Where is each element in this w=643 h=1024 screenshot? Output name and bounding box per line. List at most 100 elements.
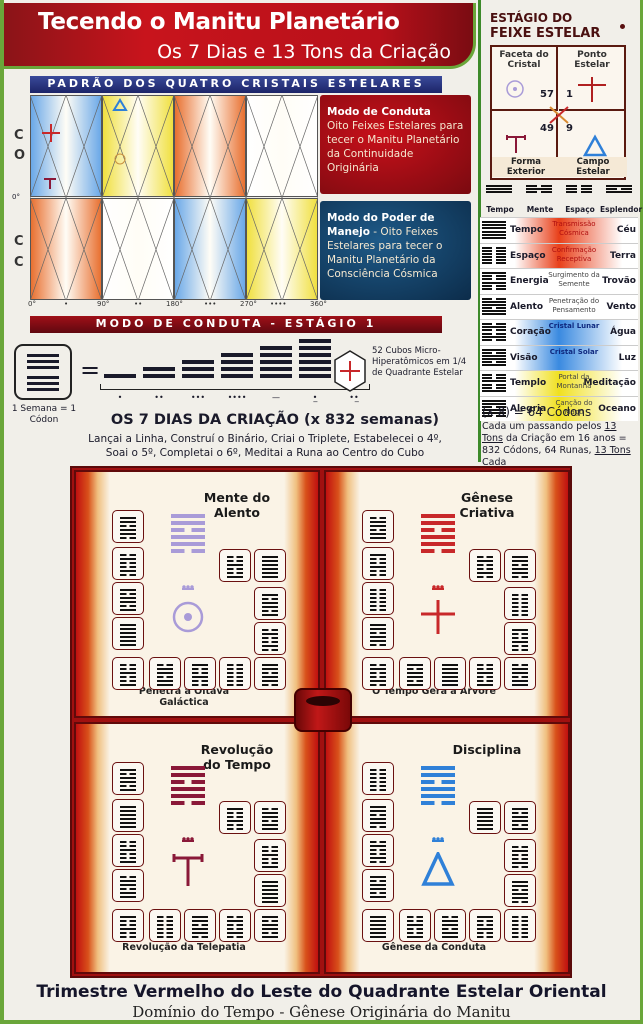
codon-tile bbox=[504, 657, 536, 690]
trigram-line bbox=[482, 272, 506, 274]
codon-line bbox=[477, 560, 493, 562]
codon-line bbox=[227, 664, 243, 666]
hexagram-icon bbox=[482, 246, 506, 266]
row-name: Alento bbox=[510, 301, 544, 312]
note-text: Cada bbox=[482, 457, 507, 468]
codon-line bbox=[512, 901, 528, 903]
codon-line bbox=[370, 672, 386, 674]
degree-dots: • bbox=[64, 300, 69, 308]
codon-line bbox=[477, 928, 493, 930]
codon-tile bbox=[434, 909, 466, 942]
trigram-line bbox=[482, 252, 506, 255]
codon-line bbox=[477, 576, 493, 578]
hexagram-icon bbox=[482, 221, 506, 240]
seven-days-text: Lançai a Linha, Construí o Binário, Cria… bbox=[70, 432, 460, 460]
codon-line bbox=[512, 668, 528, 670]
codon-line bbox=[370, 664, 386, 666]
codon-line bbox=[370, 928, 386, 930]
side-letter: C bbox=[14, 255, 24, 270]
trigram-line bbox=[482, 389, 506, 392]
codon-tile bbox=[149, 657, 181, 690]
row-name: Alegria bbox=[510, 403, 547, 414]
codon-line bbox=[407, 680, 423, 682]
number-1: 1 bbox=[566, 89, 573, 100]
dot-icon bbox=[620, 24, 625, 29]
codon-line bbox=[227, 812, 243, 814]
codon-line bbox=[262, 828, 278, 830]
codon-line bbox=[262, 606, 278, 608]
trigram-line bbox=[566, 191, 592, 194]
codon-line bbox=[407, 672, 423, 674]
codon-tile bbox=[254, 874, 286, 907]
codon-line bbox=[120, 845, 136, 847]
codon-line bbox=[370, 876, 386, 878]
quadrant-hexagram-icon bbox=[421, 514, 455, 556]
page-title: Tecendo o Manitu Planetário bbox=[38, 9, 400, 35]
codon-line bbox=[512, 610, 528, 612]
codon-line bbox=[262, 680, 278, 682]
codon-tile bbox=[362, 762, 394, 795]
codon-line bbox=[407, 924, 423, 926]
codon-line bbox=[227, 684, 243, 686]
seven-days-steps: ••••••••••—•̲••̲ bbox=[100, 339, 370, 402]
trigram-line bbox=[482, 351, 506, 354]
cube-text: 52 Cubos Micro-Hiperatômicos em 1/4 de Q… bbox=[372, 346, 467, 378]
crystal-cell bbox=[102, 198, 174, 300]
codon-line bbox=[477, 564, 493, 566]
codon-line bbox=[120, 822, 136, 824]
hexagram-line bbox=[421, 535, 455, 539]
seven-days-title: OS 7 DIAS DA CRIAÇÃO (x 832 semanas) bbox=[110, 412, 440, 428]
codon-line bbox=[262, 610, 278, 612]
beam-symbols bbox=[506, 77, 608, 157]
trigram-line bbox=[482, 383, 506, 386]
day-count: •• bbox=[154, 393, 164, 402]
step-bracket bbox=[100, 384, 370, 390]
codon-line bbox=[477, 680, 493, 682]
trigram-line bbox=[482, 335, 506, 338]
codon-line bbox=[120, 814, 136, 816]
header-label: Mente bbox=[526, 205, 554, 214]
codon-line bbox=[192, 672, 208, 674]
quadrant-label: Ponto Estelar bbox=[574, 50, 610, 70]
trigram-line bbox=[482, 326, 506, 329]
trigram-line bbox=[482, 386, 506, 389]
hexagram-line bbox=[171, 542, 205, 546]
codon-line bbox=[370, 777, 386, 779]
quadrant-title: Gênese Criativa bbox=[459, 490, 515, 520]
codon-line bbox=[512, 828, 528, 830]
codon-line bbox=[512, 889, 528, 891]
step-line bbox=[260, 360, 292, 364]
row-element: Vento bbox=[606, 301, 636, 312]
codon-line bbox=[262, 936, 278, 938]
row-name: Tempo bbox=[510, 225, 544, 235]
codon-line bbox=[227, 572, 243, 574]
codon-tile bbox=[219, 801, 251, 834]
number-49: 49 bbox=[540, 123, 554, 134]
codon-line bbox=[370, 826, 386, 828]
codon-line bbox=[370, 785, 386, 787]
crystal-cell bbox=[102, 95, 174, 197]
codon-line bbox=[157, 924, 173, 926]
header-trigram-icon bbox=[526, 185, 552, 195]
side-letter: C bbox=[14, 234, 24, 249]
codon-line bbox=[192, 924, 208, 926]
codon-line bbox=[120, 841, 136, 843]
codon-line bbox=[157, 932, 173, 934]
codon-line bbox=[477, 672, 493, 674]
codon-line bbox=[370, 880, 386, 882]
note-text: 13 Tons bbox=[594, 445, 631, 456]
codon-line bbox=[407, 928, 423, 930]
codon-line bbox=[407, 668, 423, 670]
step-line bbox=[143, 374, 175, 378]
step-line bbox=[104, 374, 136, 378]
trigram-line bbox=[482, 224, 506, 227]
codon-line bbox=[477, 936, 493, 938]
codon-tile bbox=[504, 839, 536, 872]
degree-dots: •••• bbox=[270, 300, 287, 308]
diamond-lines bbox=[30, 95, 318, 300]
codon-line bbox=[370, 636, 386, 638]
codon-line bbox=[370, 624, 386, 626]
codon-line bbox=[227, 924, 243, 926]
codon-line bbox=[407, 664, 423, 666]
